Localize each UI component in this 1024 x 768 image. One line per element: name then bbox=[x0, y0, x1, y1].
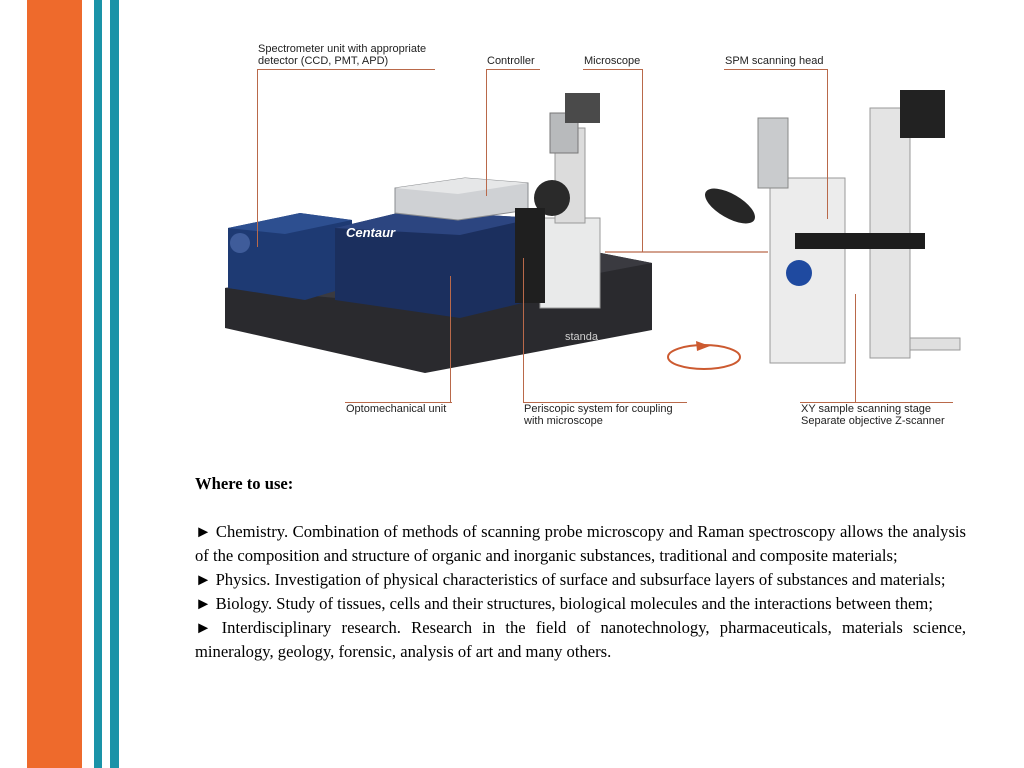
centaur-logo-text: Centaur bbox=[346, 225, 396, 240]
inverted-camera bbox=[757, 117, 789, 189]
table-brand-text: standa bbox=[565, 331, 599, 343]
spectrometer-label: Spectrometer unit with appropriate detec… bbox=[258, 43, 427, 67]
spm-head-controller bbox=[900, 90, 945, 138]
eyepieces bbox=[705, 188, 755, 224]
leader-line bbox=[450, 276, 451, 402]
leader-line bbox=[345, 402, 452, 403]
leader-line bbox=[523, 258, 524, 402]
rotation-arrow-icon bbox=[667, 341, 741, 370]
leader-line bbox=[642, 69, 643, 252]
leader-line bbox=[800, 402, 953, 403]
leader-line bbox=[257, 69, 435, 70]
bullet-interdisciplinary: ► Interdisciplinary research. Research i… bbox=[195, 618, 966, 661]
section-heading: Where to use: bbox=[195, 474, 294, 493]
orange-side-bar bbox=[27, 0, 82, 768]
detector-port bbox=[230, 233, 250, 253]
leader-line bbox=[724, 69, 828, 70]
periscope-tube bbox=[515, 208, 545, 303]
leader-line bbox=[855, 294, 856, 402]
spm-head-label: SPM scanning head bbox=[725, 55, 824, 67]
equipment-illustration: standa Centaur bbox=[225, 90, 961, 373]
controller-label: Controller bbox=[487, 55, 535, 67]
xy-stage-label: XY sample scanning stage Separate object… bbox=[801, 403, 945, 427]
scanning-stage bbox=[795, 233, 925, 249]
bullet-biology: ► Biology. Study of tissues, cells and t… bbox=[195, 594, 933, 613]
teal-side-stripe bbox=[110, 0, 119, 768]
microscope-label: Microscope bbox=[584, 55, 641, 67]
periscopic-label: Periscopic system for coupling with micr… bbox=[524, 403, 673, 427]
bullet-physics: ► Physics. Investigation of physical cha… bbox=[195, 570, 946, 589]
teal-side-stripe bbox=[94, 0, 102, 768]
leader-line bbox=[583, 69, 643, 70]
leader-line bbox=[257, 69, 258, 247]
leader-line bbox=[523, 402, 687, 403]
eyepiece-unit bbox=[534, 180, 570, 216]
usage-text: Where to use: ► Chemistry. Combination o… bbox=[195, 472, 966, 664]
bullet-chemistry: ► Chemistry. Combination of methods of s… bbox=[195, 522, 966, 565]
microscope-body bbox=[539, 217, 601, 309]
leader-line bbox=[486, 69, 487, 196]
leader-line bbox=[486, 69, 540, 70]
brand-logo-circle bbox=[786, 260, 812, 286]
leader-line bbox=[827, 69, 828, 219]
spectrometer-unit bbox=[228, 213, 352, 300]
optomechanical-label: Optomechanical unit bbox=[346, 403, 447, 415]
optomechanical-unit bbox=[335, 210, 535, 318]
equipment-figure: standa Centaur bbox=[210, 38, 970, 438]
